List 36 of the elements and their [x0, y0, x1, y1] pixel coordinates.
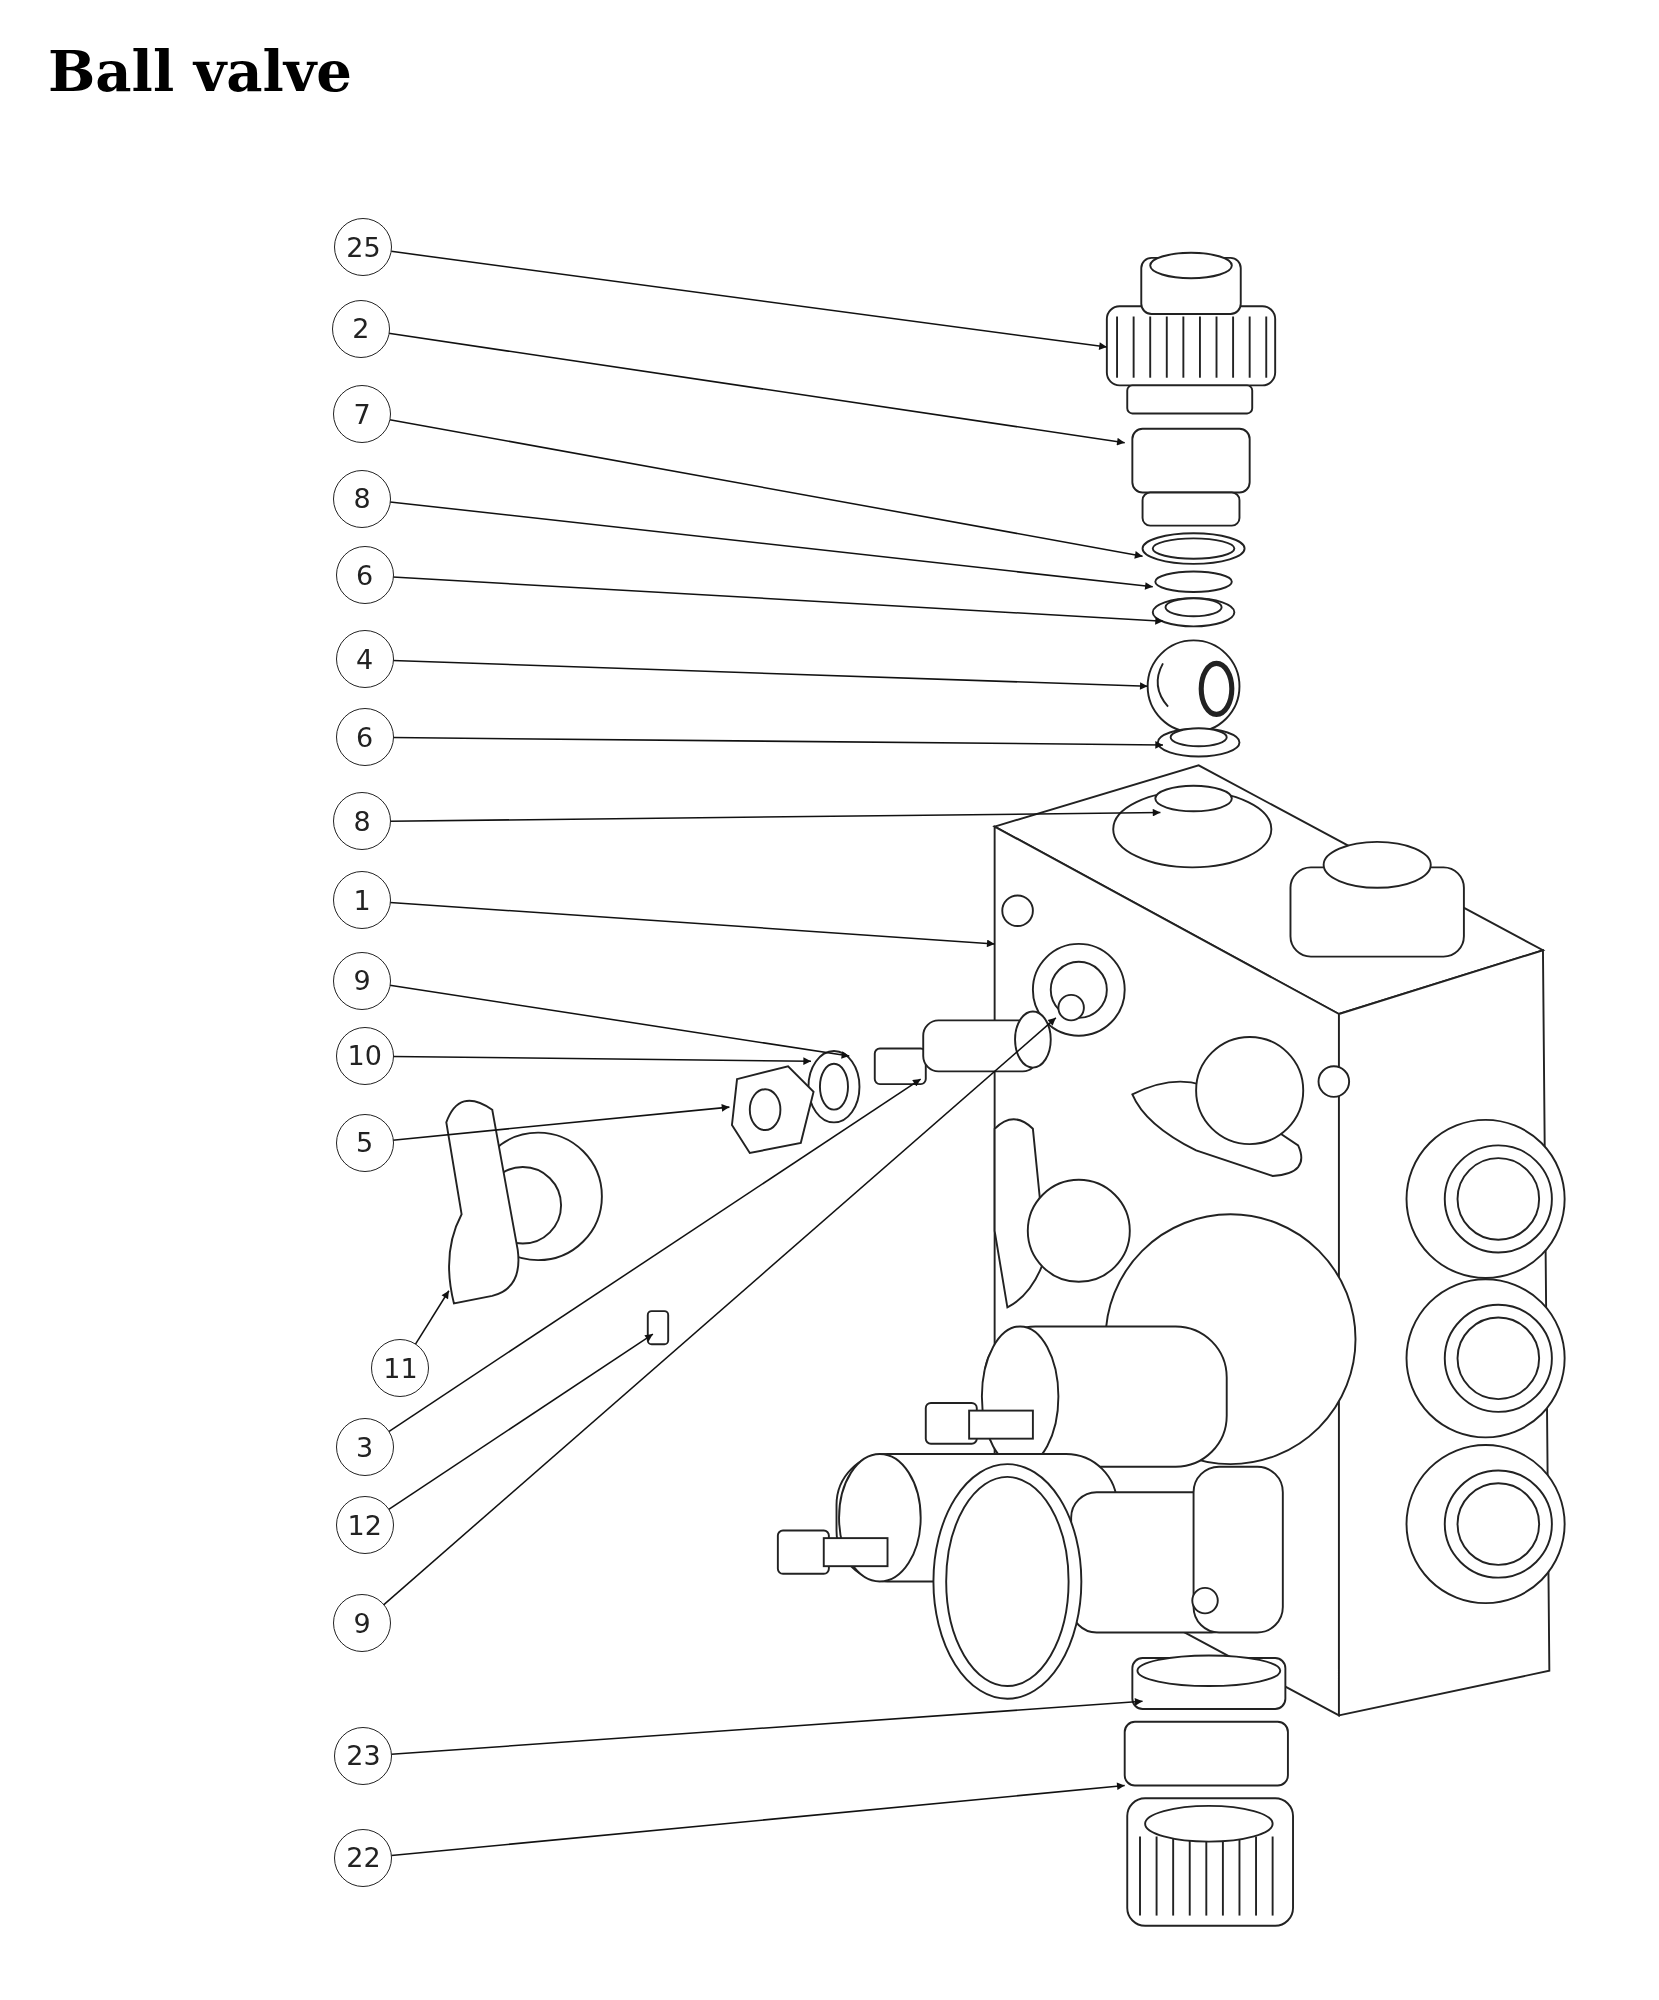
leader-line	[392, 659, 1149, 690]
callout-number: 8	[353, 805, 371, 837]
leader-line	[414, 1289, 450, 1346]
callout-number: 5	[356, 1127, 374, 1159]
leader-line	[389, 808, 1162, 822]
leader-line	[389, 501, 1154, 590]
callout-number: 3	[356, 1431, 374, 1463]
leader-line	[389, 901, 996, 948]
callout-number: 6	[356, 559, 374, 591]
leader-line	[387, 1333, 654, 1511]
leader-line	[390, 1698, 1144, 1756]
leader-line	[382, 1017, 1057, 1606]
callout-number: 11	[383, 1352, 418, 1384]
callout-number: 10	[347, 1040, 382, 1072]
callout-number: 4	[356, 643, 374, 675]
callout-number: 12	[347, 1509, 382, 1541]
leader-line	[387, 1078, 922, 1433]
leader-line	[390, 1782, 1126, 1857]
title: Ball valve	[48, 38, 352, 104]
leader-line	[390, 250, 1108, 350]
callout-number: 22	[346, 1842, 381, 1874]
callout-number: 9	[353, 1607, 371, 1639]
callout-number: 23	[346, 1740, 381, 1772]
callout-number: 2	[352, 313, 370, 345]
leader-line	[392, 1055, 812, 1065]
callout-number: 1	[353, 884, 371, 916]
leader-line	[389, 984, 851, 1059]
callout-number: 8	[353, 483, 371, 515]
callout-number: 25	[346, 231, 381, 263]
callout-number: 6	[356, 721, 374, 753]
leader-line	[392, 576, 1164, 625]
callout-number: 9	[353, 965, 371, 997]
leader-line	[388, 418, 1144, 559]
leader-line	[391, 1104, 731, 1141]
callout-number: 7	[353, 398, 371, 430]
leader-line	[392, 736, 1164, 749]
